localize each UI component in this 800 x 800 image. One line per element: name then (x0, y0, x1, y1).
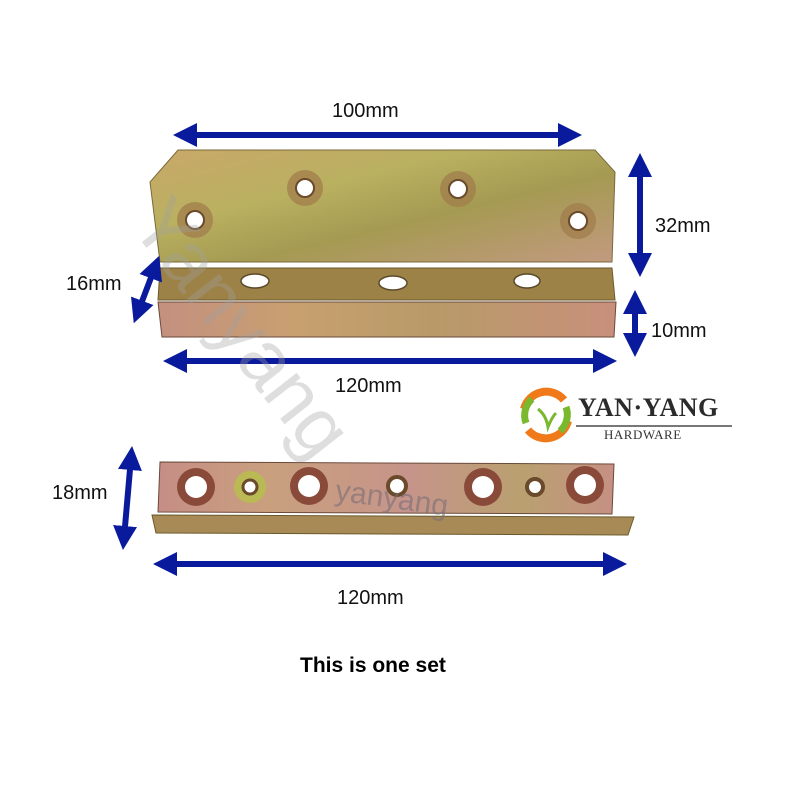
brand-logo-icon (520, 387, 572, 443)
label-16mm: 16mm (66, 273, 122, 295)
label-100mm: 100mm (332, 100, 399, 122)
label-32mm: 32mm (655, 215, 711, 237)
brand-divider (576, 425, 732, 427)
set-caption: This is one set (300, 654, 446, 677)
label-18mm: 18mm (52, 482, 108, 504)
top-bracket (149, 149, 617, 338)
label-10mm: 10mm (651, 320, 707, 342)
bottom-bracket (151, 461, 635, 536)
top-flange-holes (177, 170, 596, 239)
bottom-holes (177, 466, 604, 506)
label-120mm-bottom: 120mm (337, 587, 404, 609)
brand-block: YAN·YANG HARDWARE (520, 385, 735, 445)
brand-name: YAN·YANG (578, 393, 719, 422)
arrow-18mm (113, 446, 142, 550)
label-120mm-top: 120mm (335, 375, 402, 397)
dimension-arrows (113, 123, 652, 576)
brand-subtitle: HARDWARE (604, 427, 682, 442)
arrow-16mm (131, 255, 162, 324)
